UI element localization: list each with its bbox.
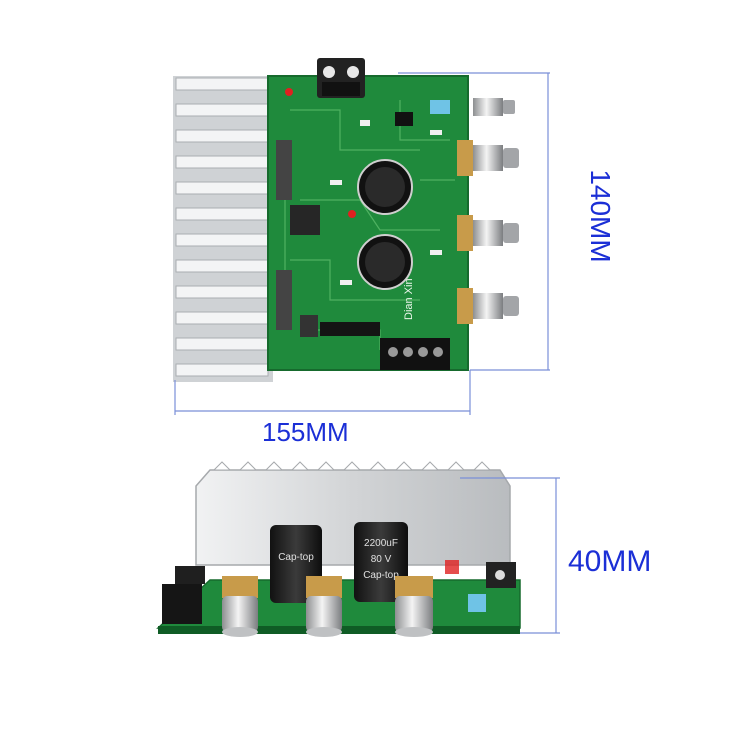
side-cap2-capacity: 2200uF: [364, 538, 398, 549]
dimension-lines-side: [460, 477, 560, 634]
side-view-board: Cap-top 2200uF 80 V Cap-top: [156, 461, 521, 637]
side-knob-2: [306, 576, 342, 637]
board-brand-print: Dian Xin: [403, 278, 415, 320]
side-capacitor-2: 2200uF 80 V Cap-top: [354, 522, 408, 602]
top-capacitor-1: [357, 159, 413, 215]
side-cap2-brand: Cap-top: [363, 570, 399, 581]
width-dimension-label: 155MM: [262, 417, 349, 447]
height-dimension-label: 140MM: [585, 169, 616, 263]
depth-dimension-label: 40MM: [568, 545, 652, 578]
side-cap1-text: Cap-top: [278, 552, 314, 563]
top-volume-knob: [457, 140, 519, 176]
speaker-terminal-block: [380, 338, 450, 370]
top-treble-knob: [457, 288, 519, 324]
top-capacitor-2: [357, 234, 413, 290]
top-bass-knob: [457, 215, 519, 251]
top-view-board: Dian Xin: [173, 58, 519, 382]
top-balance-knob: [473, 98, 515, 116]
dimension-lines-top: [174, 72, 550, 415]
side-knob-1: [222, 576, 258, 637]
side-cap2-voltage: 80 V: [371, 554, 392, 565]
side-knob-3: [395, 576, 433, 637]
top-heatsink: [173, 76, 273, 382]
rca-input-jack: [317, 58, 365, 98]
